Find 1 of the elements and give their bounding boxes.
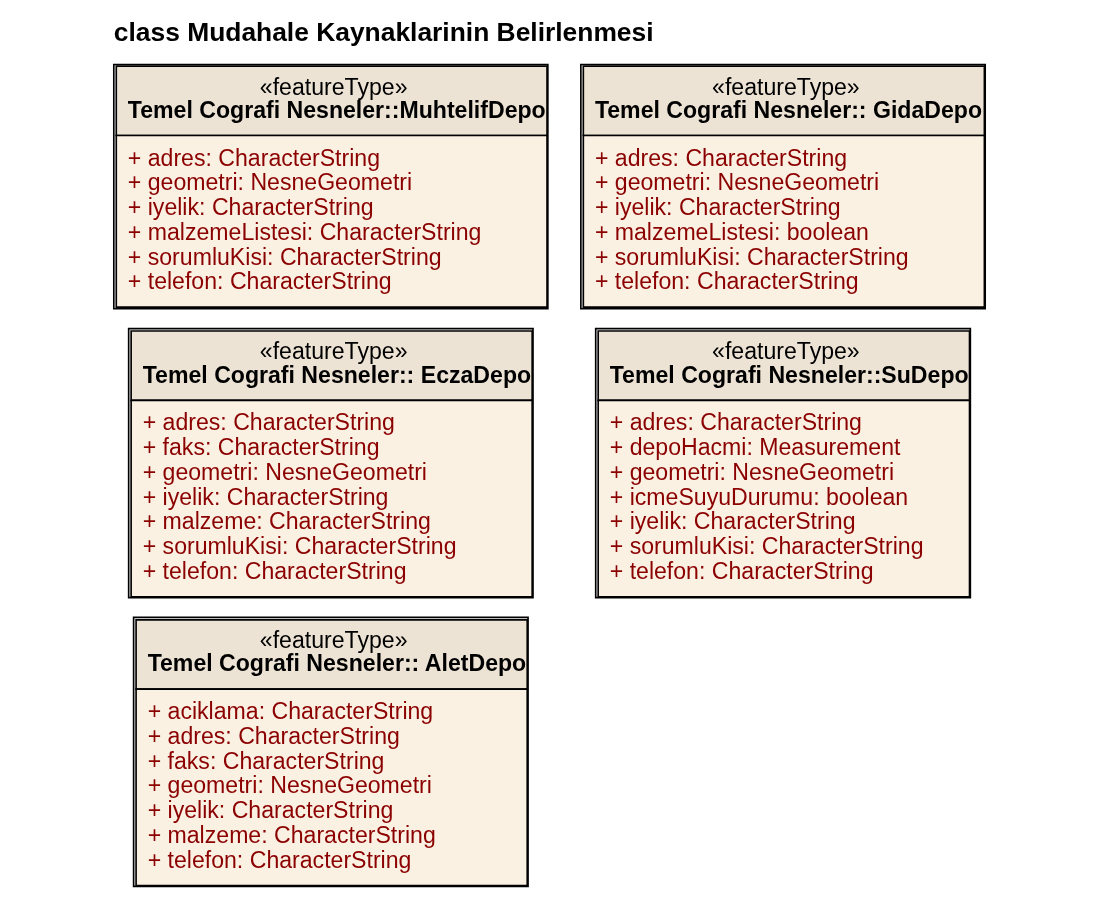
- diagram-title: class Mudahale Kaynaklarinin Belirlenmesi: [113, 17, 654, 48]
